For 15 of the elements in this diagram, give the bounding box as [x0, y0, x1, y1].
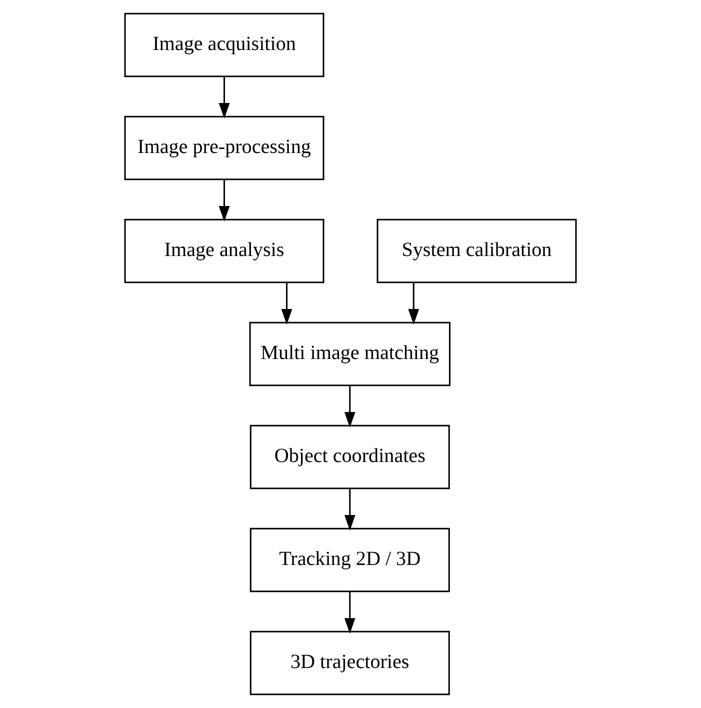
arrow: [281, 282, 292, 325]
node-box: Image pre-processing: [124, 116, 324, 180]
node-box: Image acquisition: [124, 12, 324, 78]
node-box: Multi image matching: [249, 322, 450, 386]
node-box: 3D trajectories: [250, 630, 450, 696]
arrow: [344, 591, 356, 634]
arrow: [218, 179, 230, 222]
arrow: [344, 488, 356, 531]
arrow: [344, 385, 356, 428]
arrow: [408, 282, 420, 325]
arrow: [218, 76, 230, 119]
node-box: System calibration: [376, 218, 577, 284]
node-box: Tracking 2D / 3D: [250, 528, 450, 592]
node-box: Object coordinates: [250, 424, 450, 490]
node-box: Image analysis: [124, 218, 324, 284]
